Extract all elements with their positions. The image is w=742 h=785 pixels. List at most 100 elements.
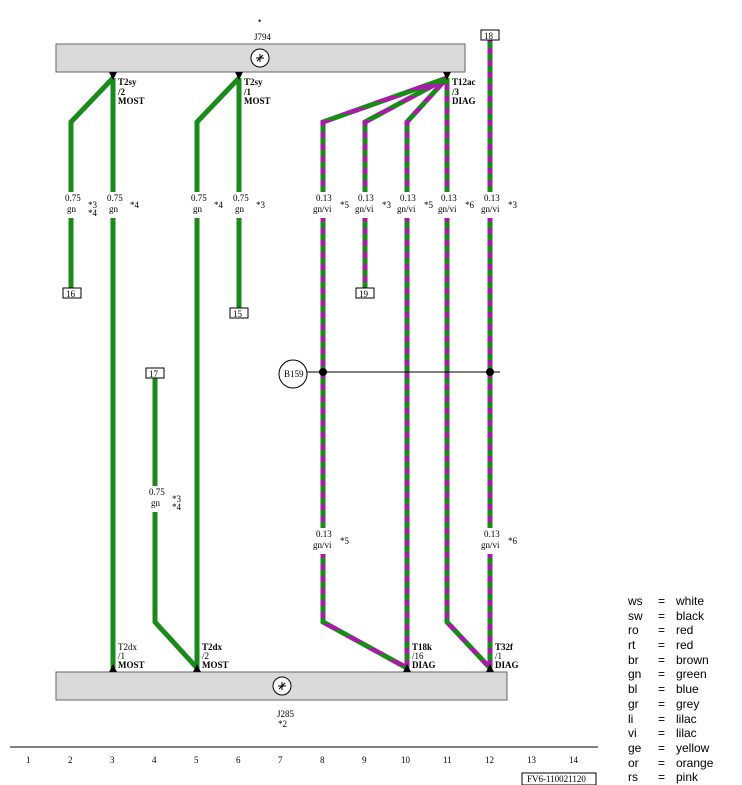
legend-row: br=brown (628, 652, 709, 667)
svg-text:T2dx: T2dx (202, 642, 223, 652)
footer-code: FV6-110021120 (527, 774, 586, 784)
component-label-j794: J794 (254, 32, 272, 42)
svg-text:*4: *4 (172, 502, 182, 512)
svg-text:gn: gn (109, 204, 119, 214)
ground-symbol-icon (250, 48, 270, 68)
ref-box-16: 16 (66, 289, 76, 299)
svg-text:*5: *5 (424, 200, 434, 210)
svg-text:12: 12 (485, 755, 494, 765)
svg-text:0.13: 0.13 (316, 529, 332, 539)
footer-code-box (521, 772, 597, 785)
ground-symbol-icon (272, 676, 292, 696)
component-note-j285: *2 (278, 719, 287, 729)
svg-text:*5: *5 (340, 200, 350, 210)
svg-text:T2sy: T2sy (118, 77, 137, 87)
wire-col8 (320, 75, 448, 671)
svg-text:T18k: T18k (412, 642, 432, 652)
svg-text:/16: /16 (412, 651, 424, 661)
svg-text:8: 8 (320, 755, 325, 765)
svg-text:0.13: 0.13 (358, 193, 374, 203)
svg-text:6: 6 (236, 755, 241, 765)
svg-text:/3: /3 (451, 87, 460, 97)
svg-text:0.75: 0.75 (107, 193, 123, 203)
svg-text:4: 4 (152, 755, 157, 765)
wire-col4 (152, 378, 199, 670)
svg-text:gn/vi: gn/vi (313, 540, 332, 550)
svg-text:DIAG: DIAG (452, 96, 476, 106)
junction-b159 (278, 359, 308, 389)
wire-col11 (444, 78, 492, 670)
svg-text:MOST: MOST (118, 660, 145, 670)
column-numbers: 1 2 3 4 5 6 7 8 9 10 11 12 13 14 (26, 755, 579, 765)
junction-label: B159 (284, 369, 304, 379)
svg-text:gn/vi: gn/vi (355, 204, 374, 214)
svg-text:/1: /1 (118, 651, 125, 661)
wire-col2 (68, 76, 115, 288)
svg-text:0.13: 0.13 (484, 193, 500, 203)
svg-text:/2: /2 (202, 651, 209, 661)
svg-text:0.13: 0.13 (400, 193, 416, 203)
svg-text:9: 9 (362, 755, 367, 765)
legend-row: li=lilac (628, 711, 697, 726)
svg-text:MOST: MOST (202, 660, 229, 670)
svg-text:1: 1 (26, 755, 31, 765)
svg-text:10: 10 (401, 755, 411, 765)
svg-text:DIAG: DIAG (495, 660, 519, 670)
top-pin-labels: T2sy /2 MOST T2sy /1 MOST T12ac /3 DIAG (117, 77, 476, 106)
ref-boxes: 16 15 19 17 18 (62, 29, 500, 379)
wire-col10 (404, 76, 449, 668)
top-dot: • (258, 16, 261, 26)
svg-text:0.75: 0.75 (233, 193, 249, 203)
svg-text:7: 7 (278, 755, 283, 765)
svg-text:gn/vi: gn/vi (397, 204, 416, 214)
bottom-pin-labels: T2dx /1 MOST T2dx /2 MOST T18k /16 DIAG … (118, 642, 519, 670)
svg-text:gn/vi: gn/vi (438, 204, 457, 214)
gnvi-wires (320, 40, 493, 671)
legend-row: bl=blue (628, 682, 699, 697)
svg-text:13: 13 (527, 755, 537, 765)
svg-text:0.75: 0.75 (191, 193, 207, 203)
legend-row: gn=green (628, 667, 707, 682)
svg-text:3: 3 (110, 755, 115, 765)
ref-box-15: 15 (233, 309, 243, 319)
legend-row: or=orange (628, 755, 714, 770)
legend-row: vi=lilac (628, 726, 697, 741)
svg-text:2: 2 (68, 755, 73, 765)
svg-text:*3: *3 (508, 200, 518, 210)
svg-text:*3: *3 (256, 200, 266, 210)
svg-text:T32f: T32f (495, 642, 514, 652)
svg-text:MOST: MOST (244, 96, 271, 106)
svg-text:gn/vi: gn/vi (313, 204, 332, 214)
svg-text:0.13: 0.13 (316, 193, 332, 203)
svg-text:T2dx: T2dx (118, 642, 137, 652)
svg-text:gn/vi: gn/vi (481, 204, 500, 214)
svg-text:/2: /2 (117, 87, 126, 97)
legend-row: rs=pink (628, 770, 699, 785)
ref-box-19: 19 (359, 289, 369, 299)
legend-row: ws=white (628, 594, 705, 608)
legend-row: ro=red (628, 623, 694, 638)
svg-text:*4: *4 (88, 208, 98, 218)
component-label-j285: J285 (277, 709, 295, 719)
svg-text:*4: *4 (214, 200, 224, 210)
svg-text:DIAG: DIAG (412, 660, 436, 670)
legend-row: sw=black (628, 608, 705, 623)
legend-row: gr=grey (628, 696, 700, 711)
svg-text:14: 14 (569, 755, 579, 765)
svg-text:*3: *3 (382, 200, 392, 210)
legend-row: ge=yellow (628, 740, 710, 755)
legend-row: rt=red (628, 638, 694, 653)
svg-text:MOST: MOST (118, 96, 145, 106)
svg-text:0.75: 0.75 (65, 193, 81, 203)
svg-text:gn: gn (235, 204, 245, 214)
svg-text:0.75: 0.75 (149, 487, 165, 497)
pin-arrows (109, 72, 494, 672)
svg-text:5: 5 (194, 755, 199, 765)
color-legend: ws=white sw=black ro=red rt=red br=brown… (628, 594, 713, 785)
svg-text:/1: /1 (243, 87, 252, 97)
svg-text:11: 11 (443, 755, 452, 765)
svg-text:*5: *5 (340, 536, 350, 546)
wire-col9 (362, 75, 449, 288)
svg-text:0.13: 0.13 (441, 193, 457, 203)
